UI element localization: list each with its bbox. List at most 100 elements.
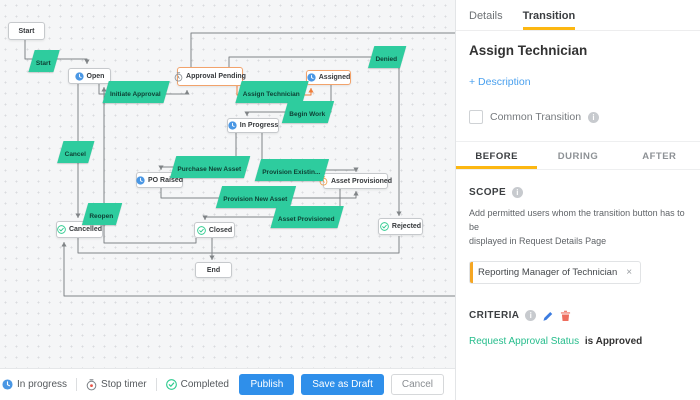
- transition-label-cancel[interactable]: Cancel: [57, 141, 95, 163]
- node-closed[interactable]: Closed: [194, 222, 235, 238]
- add-description-link[interactable]: + Description: [469, 76, 531, 88]
- node-label: In Progress: [239, 122, 279, 129]
- node-open[interactable]: Open: [68, 68, 111, 84]
- criteria-expression: Request Approval Status is Approved: [469, 336, 687, 347]
- criteria-condition: is Approved: [584, 335, 643, 347]
- delete-criteria-icon[interactable]: [560, 310, 571, 322]
- in-progress-clock-icon: [2, 379, 13, 390]
- node-assigned[interactable]: Assigned: [306, 70, 351, 85]
- common-transition-row: Common Transition i: [469, 110, 687, 124]
- node-label: Start: [18, 27, 35, 35]
- legend-stop-timer-label: Stop timer: [101, 379, 147, 390]
- transition-label-asset-provisioned[interactable]: Asset Provisioned: [270, 206, 344, 228]
- common-transition-checkbox[interactable]: [469, 110, 483, 124]
- stop-timer-icon: [86, 378, 97, 391]
- node-rejected[interactable]: Rejected: [378, 218, 423, 235]
- node-end[interactable]: End: [195, 262, 232, 278]
- transition-label-denied[interactable]: Denied: [368, 46, 406, 68]
- node-label: Open: [86, 72, 105, 80]
- node-cancelled[interactable]: Cancelled: [56, 221, 103, 238]
- common-transition-label: Common Transition: [490, 111, 582, 123]
- node-start[interactable]: Start: [8, 22, 45, 40]
- legend-divider: [76, 378, 78, 391]
- node-label: Closed: [208, 226, 233, 234]
- transition-label-text: Begin Work: [289, 111, 326, 118]
- transition-label-provision-existing[interactable]: Provision Existin...: [254, 159, 330, 181]
- edge-approval-top-loop[interactable]: [190, 32, 455, 67]
- phase-tab-bar: BEFORE DURING AFTER: [456, 141, 700, 170]
- edge-loop-cancelled[interactable]: [63, 242, 455, 297]
- arrowhead-loop-cancelled: [61, 242, 67, 247]
- scope-user-tag-label: Reporting Manager of Technician: [478, 266, 618, 278]
- transition-label-reopen[interactable]: Reopen: [81, 203, 123, 225]
- legend-stop-timer: Stop timer: [86, 378, 147, 391]
- scope-heading: SCOPE: [469, 187, 507, 198]
- node-approval-pending[interactable]: Approval Pending: [174, 67, 246, 86]
- stopwatch-gray-icon: [174, 71, 183, 82]
- node-label: Assigned: [318, 74, 351, 81]
- tab-after[interactable]: AFTER: [642, 151, 677, 162]
- transition-label-text: Start: [35, 60, 51, 67]
- cancel-button[interactable]: Cancel: [390, 374, 444, 395]
- edit-criteria-icon[interactable]: [542, 310, 554, 322]
- node-in-progress[interactable]: In Progress: [227, 118, 279, 133]
- check-green-icon: [380, 222, 389, 231]
- legend-completed: Completed: [165, 379, 229, 390]
- transition-label-begin-work[interactable]: Begin Work: [281, 101, 335, 123]
- arrowhead-inprogress-poraised: [158, 165, 164, 170]
- scope-info-icon[interactable]: i: [512, 187, 524, 198]
- node-label: PO Raised: [148, 176, 184, 184]
- transition-label-text: Asset Provisioned: [277, 216, 335, 223]
- clock-blue-icon: [136, 175, 145, 185]
- transition-label-assign-technician[interactable]: Assign Technician: [235, 81, 309, 103]
- transition-label-text: Cancel: [64, 151, 86, 158]
- legend-completed-label: Completed: [180, 379, 229, 390]
- transition-label-text: Purchase New Asset: [177, 166, 242, 173]
- common-transition-info-icon[interactable]: i: [588, 111, 600, 123]
- transition-label-provision-new-asset[interactable]: Provision New Asset: [215, 186, 297, 208]
- tab-before[interactable]: BEFORE: [456, 142, 538, 169]
- node-label: Cancelled: [68, 226, 103, 233]
- check-green-icon: [197, 225, 206, 235]
- node-label: Rejected: [391, 223, 422, 230]
- tab-during[interactable]: DURING: [557, 151, 599, 162]
- canvas-footer: In progress Stop timer Completed Publish…: [0, 368, 455, 400]
- publish-button[interactable]: Publish: [239, 374, 295, 395]
- arrowhead-approval-assigned: [308, 88, 314, 93]
- node-label: End: [206, 266, 221, 274]
- arrowhead-poraised-assetprov: [353, 191, 359, 196]
- transition-label-text: Initiate Approval: [109, 91, 161, 98]
- edge-cancelled-rejected[interactable]: [77, 236, 400, 254]
- edge-approval-rejected[interactable]: [228, 56, 400, 216]
- arrowhead-assigned-inprogress: [244, 111, 250, 116]
- panel-body: Assign Technician + Description Common T…: [456, 43, 700, 347]
- node-asset-provisioned[interactable]: Asset Provisioned: [319, 173, 392, 189]
- arrowhead-closed-end: [209, 255, 215, 260]
- transition-label-text: Reopen: [89, 213, 114, 220]
- legend-divider: [155, 378, 157, 391]
- transition-label-initiate-approval[interactable]: Initiate Approval: [102, 81, 170, 103]
- transition-label-text: Provision Existin...: [262, 169, 321, 176]
- completed-check-icon: [165, 379, 177, 390]
- scope-user-tag[interactable]: Reporting Manager of Technician ×: [469, 260, 642, 284]
- check-green-icon: [57, 225, 66, 234]
- arrowhead-open-cancelled: [75, 213, 81, 218]
- criteria-info-icon[interactable]: i: [525, 310, 537, 322]
- clock-blue-icon: [228, 121, 237, 130]
- save-as-draft-button[interactable]: Save as Draft: [301, 374, 384, 395]
- transition-label-purchase-new-asset[interactable]: Purchase New Asset: [169, 156, 251, 178]
- arrowhead-inprogress-assetprov: [353, 167, 359, 172]
- footer-actions: Publish Save as Draft Cancel: [239, 374, 444, 395]
- transition-label-text: Denied: [375, 56, 398, 63]
- tag-remove-icon[interactable]: ×: [626, 266, 633, 278]
- status-legend: In progress Stop timer Completed: [2, 378, 229, 391]
- tab-transition[interactable]: Transition: [522, 10, 576, 30]
- edge-closed-reopen-open[interactable]: [103, 87, 197, 244]
- panel-tab-bar: Details Transition: [456, 0, 700, 31]
- arrowhead-start-open: [84, 59, 90, 64]
- tab-details[interactable]: Details: [469, 10, 503, 22]
- transition-label-text: Assign Technician: [242, 91, 300, 98]
- scope-description-line-2: displayed in Request Details Page: [469, 235, 607, 246]
